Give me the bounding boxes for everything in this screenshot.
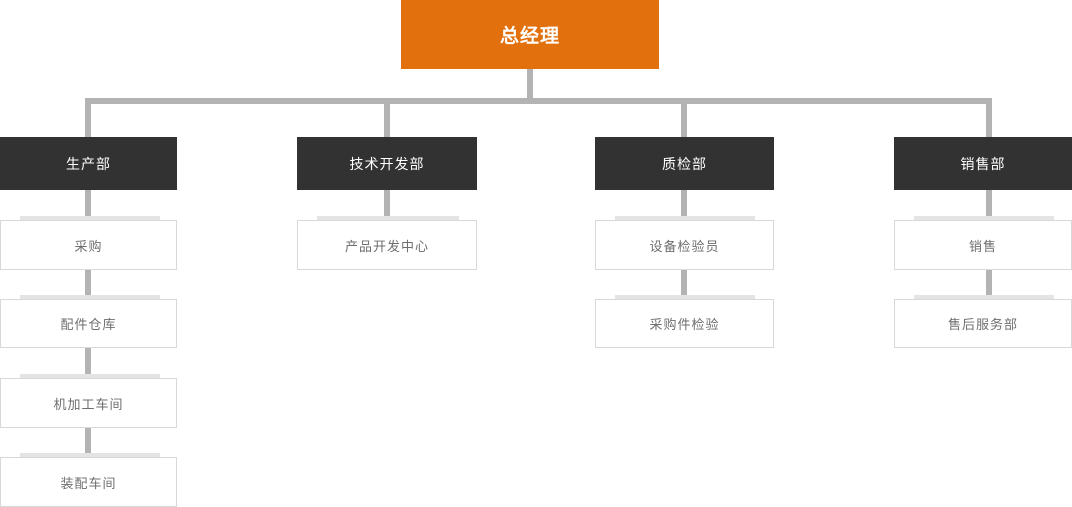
connector-drop-sales bbox=[986, 98, 992, 137]
connector-production-to-child-1 bbox=[85, 190, 91, 220]
node-assembly-workshop-label: 装配车间 bbox=[60, 475, 117, 491]
node-procurement[interactable]: 采购 bbox=[0, 220, 177, 270]
connector-production-to-child-2 bbox=[85, 270, 91, 299]
node-sales-label: 销售 bbox=[968, 238, 997, 254]
node-product-development-center-label: 产品开发中心 bbox=[344, 238, 429, 254]
connector-drop-tech bbox=[384, 98, 390, 137]
node-department-production[interactable]: 生产部 bbox=[0, 137, 177, 190]
node-purchased-parts-inspection-label: 采购件检验 bbox=[649, 317, 720, 332]
node-department-tech-development-label: 技术开发部 bbox=[349, 155, 425, 172]
leaf-shade-machining-workshop bbox=[20, 374, 160, 378]
connector-root-stem bbox=[527, 69, 533, 104]
connector-qc-to-child-2 bbox=[681, 270, 687, 299]
node-after-sales-service-label: 售后服务部 bbox=[947, 317, 1018, 332]
node-general-manager[interactable]: 总经理 bbox=[401, 0, 659, 69]
node-product-development-center[interactable]: 产品开发中心 bbox=[297, 220, 477, 270]
connector-drop-production bbox=[85, 98, 91, 137]
connector-qc-to-child-1 bbox=[681, 190, 687, 220]
node-department-production-label: 生产部 bbox=[66, 155, 111, 172]
connector-sales-to-child-2 bbox=[986, 270, 992, 299]
node-procurement-label: 采购 bbox=[74, 238, 103, 254]
connector-sales-to-child-1 bbox=[986, 190, 992, 220]
leaf-shade-after-sales-service bbox=[914, 295, 1054, 299]
leaf-shade-sales bbox=[914, 216, 1054, 220]
node-equipment-inspector[interactable]: 设备检验员 bbox=[595, 220, 774, 270]
node-machining-workshop-label: 机加工车间 bbox=[53, 396, 124, 412]
node-department-quality-control-label: 质检部 bbox=[662, 155, 707, 172]
node-department-tech-development[interactable]: 技术开发部 bbox=[297, 137, 477, 190]
leaf-shade-equipment-inspector bbox=[615, 216, 755, 220]
node-general-manager-label: 总经理 bbox=[499, 26, 560, 47]
connector-production-to-child-3 bbox=[85, 348, 91, 378]
node-parts-warehouse-label: 配件仓库 bbox=[60, 317, 117, 332]
node-after-sales-service[interactable]: 售后服务部 bbox=[894, 299, 1072, 348]
node-equipment-inspector-label: 设备检验员 bbox=[649, 238, 720, 254]
leaf-shade-parts-warehouse bbox=[20, 295, 160, 299]
node-parts-warehouse[interactable]: 配件仓库 bbox=[0, 299, 177, 348]
connector-horizontal-bus bbox=[85, 98, 992, 104]
node-department-sales[interactable]: 销售部 bbox=[894, 137, 1072, 190]
node-machining-workshop[interactable]: 机加工车间 bbox=[0, 378, 177, 428]
connector-tech-to-child-1 bbox=[384, 190, 390, 220]
node-purchased-parts-inspection[interactable]: 采购件检验 bbox=[595, 299, 774, 348]
leaf-shade-product-dev-center bbox=[317, 216, 459, 220]
node-assembly-workshop[interactable]: 装配车间 bbox=[0, 457, 177, 507]
leaf-shade-assembly-workshop bbox=[20, 453, 160, 457]
leaf-shade-procurement bbox=[20, 216, 160, 220]
node-department-quality-control[interactable]: 质检部 bbox=[595, 137, 774, 190]
connector-production-to-child-4 bbox=[85, 428, 91, 457]
leaf-shade-purchased-parts-inspection bbox=[615, 295, 755, 299]
node-department-sales-label: 销售部 bbox=[960, 155, 1006, 172]
connector-drop-qc bbox=[681, 98, 687, 137]
node-sales[interactable]: 销售 bbox=[894, 220, 1072, 270]
